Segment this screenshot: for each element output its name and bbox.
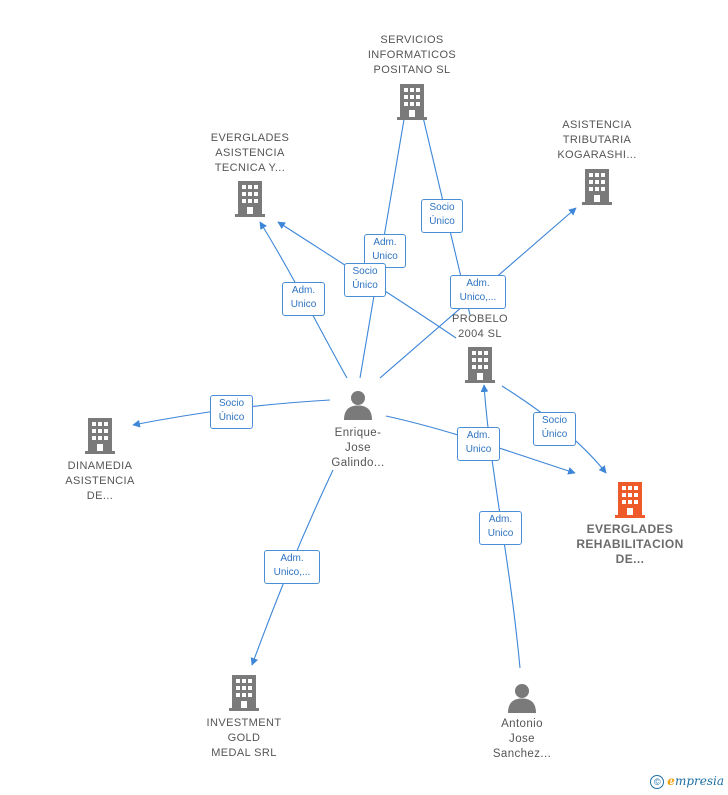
brand-name: empresia (667, 774, 724, 788)
edge-label-enrique-everglades-asist[interactable]: Adm. Unico (282, 282, 325, 316)
node-servicios-informaticos[interactable]: SERVICIOS INFORMATICOS POSITANO SL (352, 33, 472, 120)
building-icon (184, 675, 304, 711)
node-label: INVESTMENT GOLD MEDAL SRL (206, 717, 282, 759)
node-label: DINAMEDIA ASISTENCIA DE... (65, 460, 135, 502)
node-everglades-asistencia[interactable]: EVERGLADES ASISTENCIA TECNICA Y... (190, 131, 310, 217)
node-enrique-jose-galindo[interactable]: Enrique- Jose Galindo... (310, 390, 406, 471)
node-probelo[interactable]: PROBELO 2004 SL (432, 312, 528, 383)
node-dinamedia[interactable]: DINAMEDIA ASISTENCIA DE... (40, 418, 160, 504)
building-icon (560, 482, 700, 518)
node-label: PROBELO 2004 SL (452, 313, 508, 340)
building-icon (432, 347, 528, 383)
node-label: ASISTENCIA TRIBUTARIA KOGARASHI... (557, 119, 637, 161)
edge-label-antonio-probelo[interactable]: Adm. Unico (479, 511, 522, 545)
building-icon (537, 169, 657, 205)
person-icon (310, 390, 406, 420)
node-asistencia-tributaria[interactable]: ASISTENCIA TRIBUTARIA KOGARASHI... (537, 118, 657, 205)
building-icon (40, 418, 160, 454)
edge-label-probelo-everglades-asist[interactable]: Socio Único (344, 263, 386, 297)
edge-label-enrique-dinamedia[interactable]: Socio Único (210, 395, 253, 429)
edge-label-enrique-rehab[interactable]: Adm. Unico (457, 427, 500, 461)
node-antonio-jose-sanchez[interactable]: Antonio Jose Sanchez... (474, 683, 570, 762)
edge-label-probelo-servicios[interactable]: Socio Único (421, 199, 463, 233)
edge-label-enrique-investment[interactable]: Adm. Unico,... (264, 550, 320, 584)
edge-label-probelo-rehab[interactable]: Socio Único (533, 412, 576, 446)
node-label: SERVICIOS INFORMATICOS POSITANO SL (367, 34, 457, 76)
edge-label-enrique-asistencia-trib[interactable]: Adm. Unico,... (450, 275, 506, 309)
node-label: Antonio Jose Sanchez... (492, 718, 552, 760)
empresia-logo[interactable]: ©empresia (650, 774, 724, 789)
copyright-icon: © (650, 775, 665, 789)
building-icon (190, 181, 310, 217)
node-label: EVERGLADES ASISTENCIA TECNICA Y... (210, 132, 290, 174)
node-label: EVERGLADES REHABILITACION DE... (576, 522, 684, 566)
building-icon (352, 84, 472, 120)
node-everglades-rehabilitacion[interactable]: EVERGLADES REHABILITACION DE... (560, 482, 700, 567)
person-icon (474, 683, 570, 713)
node-label: Enrique- Jose Galindo... (331, 427, 385, 469)
node-investment-gold-medal[interactable]: INVESTMENT GOLD MEDAL SRL (184, 675, 304, 761)
